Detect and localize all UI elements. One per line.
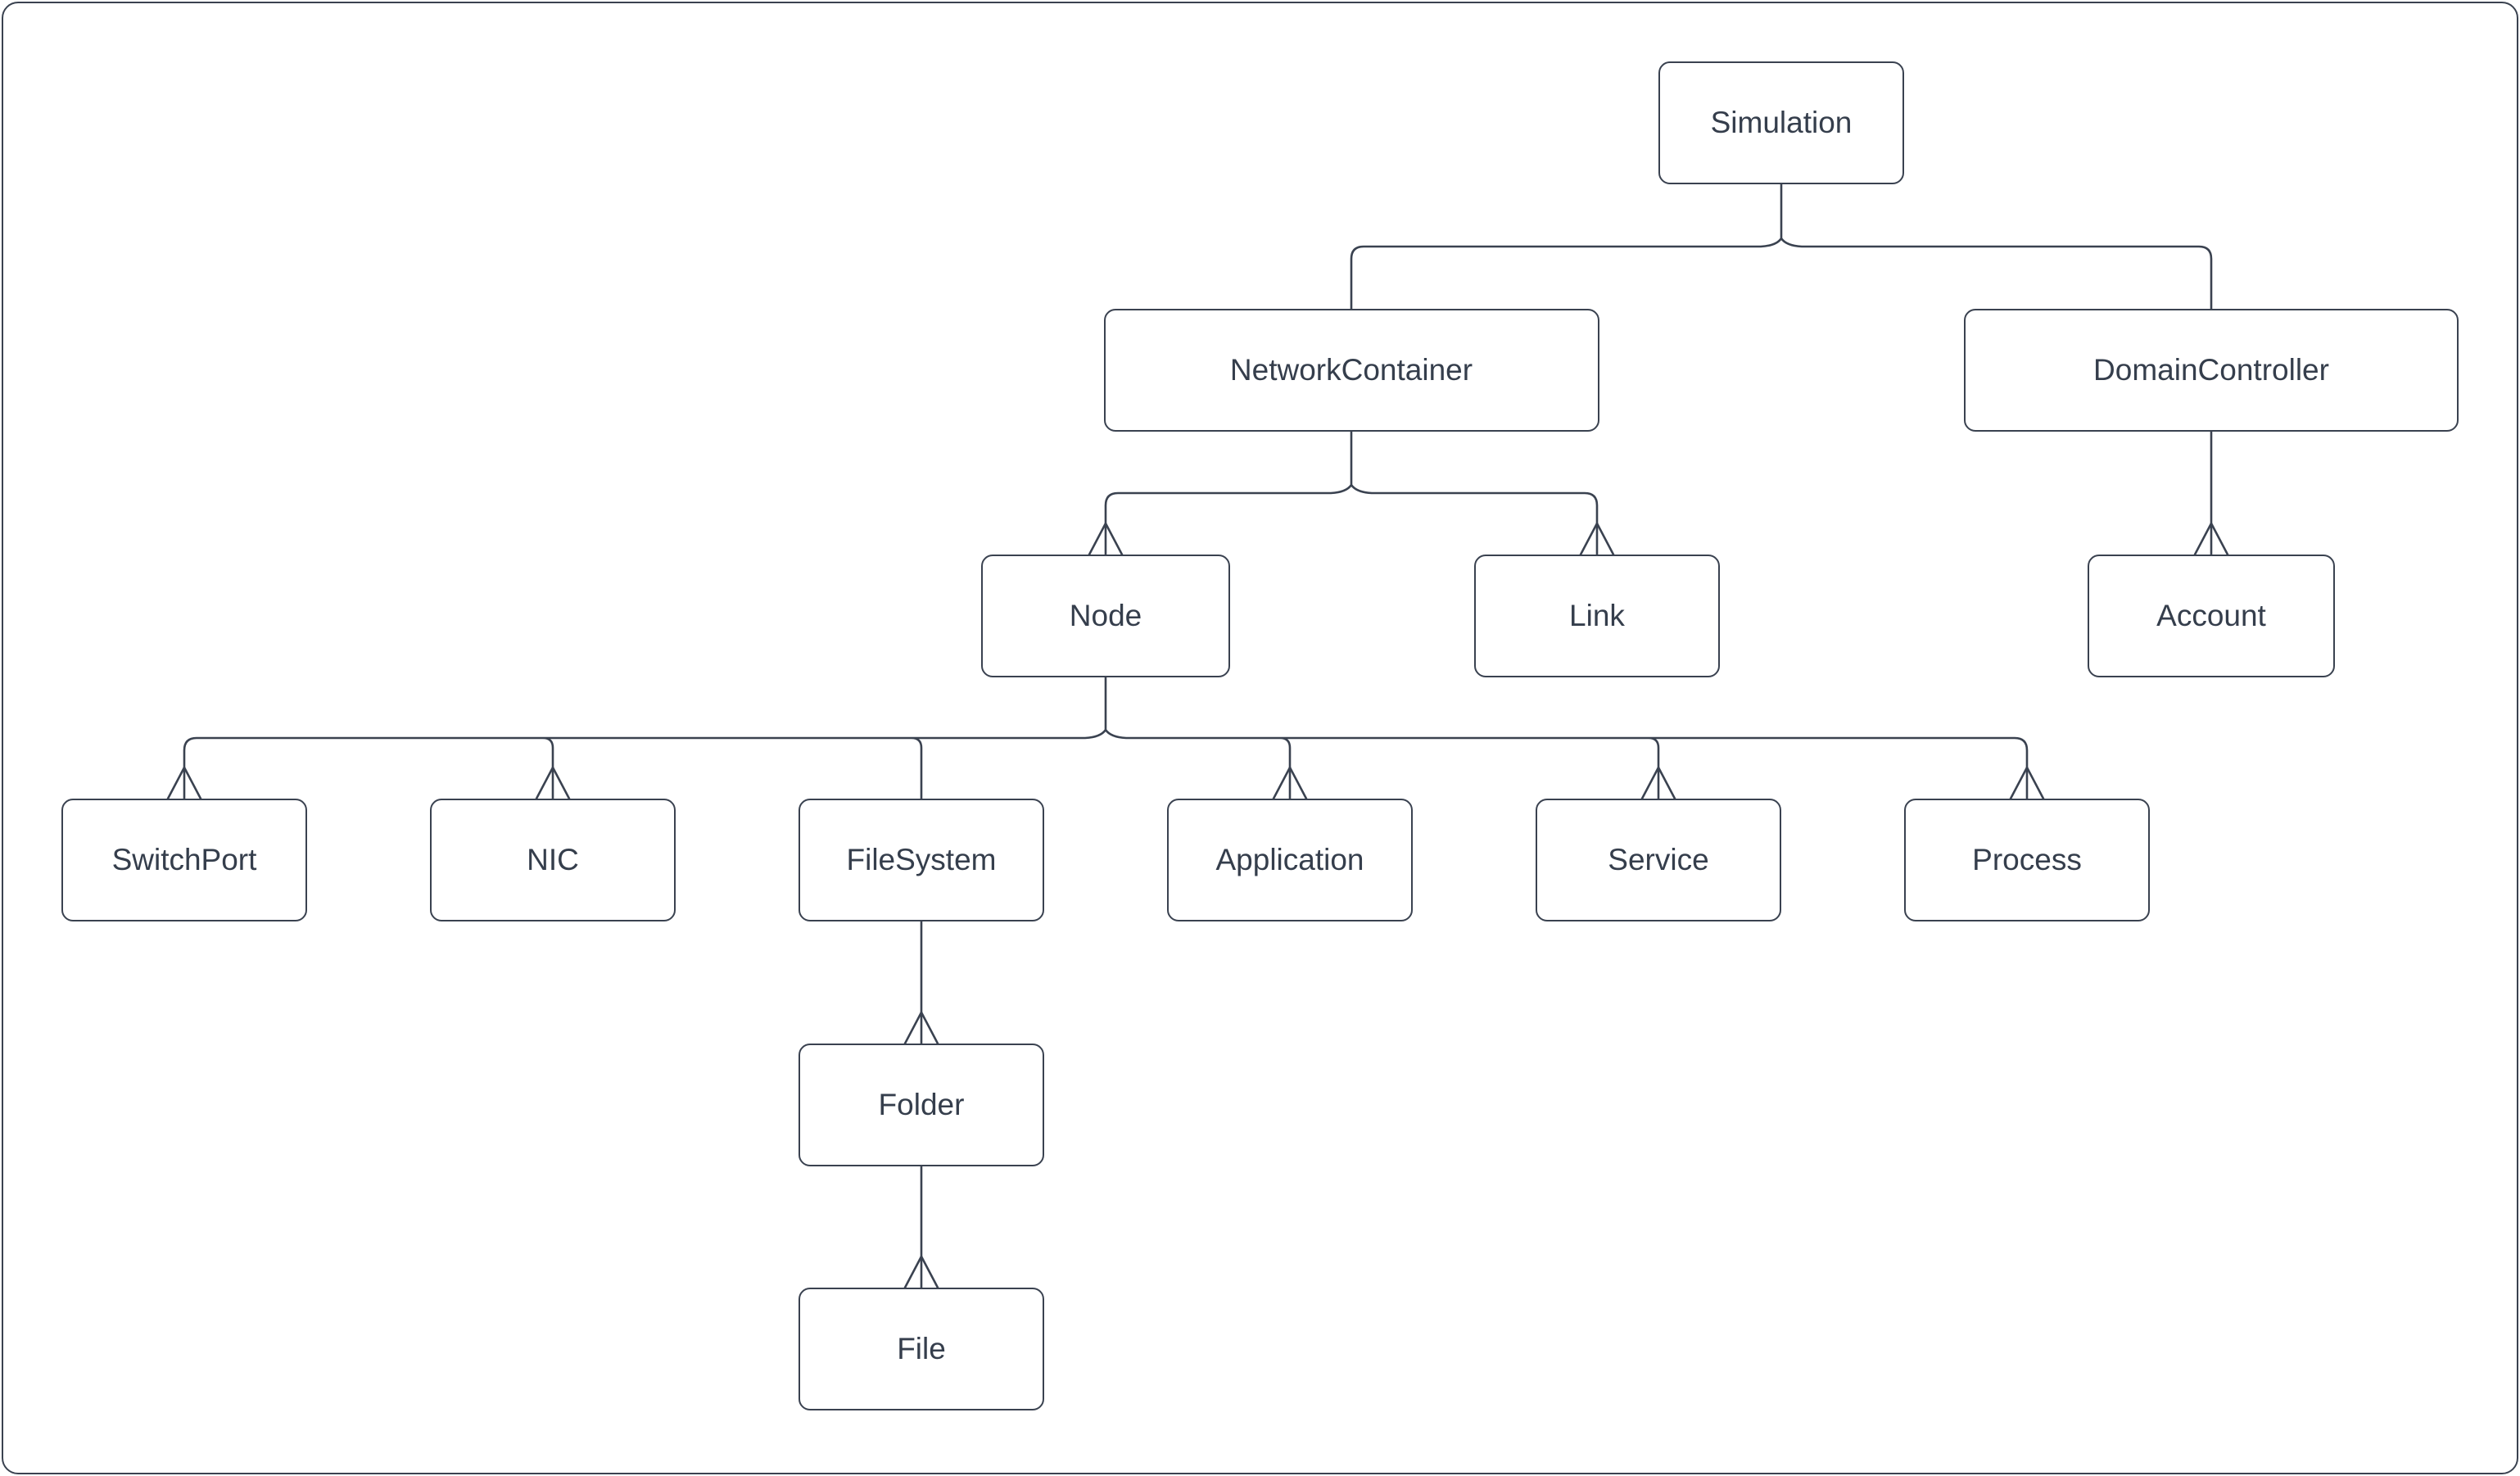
node-node: Node: [981, 555, 1230, 677]
node-switchport: SwitchPort: [61, 799, 307, 921]
node-network-container: NetworkContainer: [1103, 309, 1599, 432]
node-link: Link: [1474, 555, 1720, 677]
node-service: Service: [1536, 799, 1781, 921]
node-file: File: [799, 1288, 1044, 1410]
node-process: Process: [1904, 799, 2150, 921]
node-folder: Folder: [799, 1044, 1044, 1166]
node-account: Account: [2088, 555, 2335, 677]
node-simulation: Simulation: [1658, 61, 1904, 184]
node-nic: NIC: [430, 799, 676, 921]
node-domain-controller: DomainController: [1964, 309, 2459, 432]
hierarchy-connectors: [183, 183, 2213, 1289]
node-application: Application: [1167, 799, 1413, 921]
open-arrowheads: [166, 522, 2229, 1289]
node-filesystem: FileSystem: [799, 799, 1044, 921]
